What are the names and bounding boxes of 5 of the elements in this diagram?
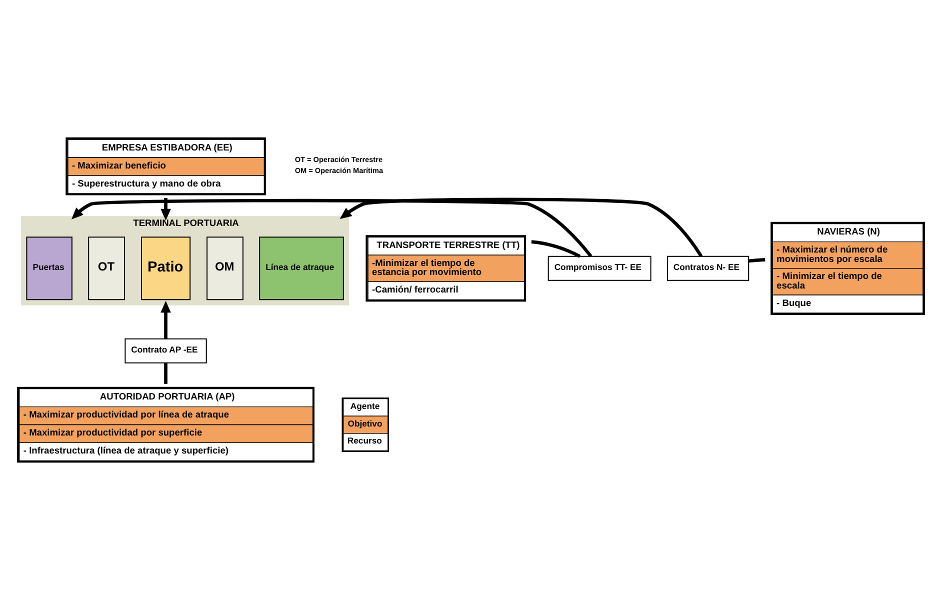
legend-label: Recurso: [347, 435, 382, 446]
legend-label: Objetivo: [348, 418, 382, 428]
legend-label: Agente: [350, 400, 380, 411]
label: OM = Operación Marítima: [294, 165, 384, 174]
label: OT = Operación Terrestre: [294, 154, 383, 164]
